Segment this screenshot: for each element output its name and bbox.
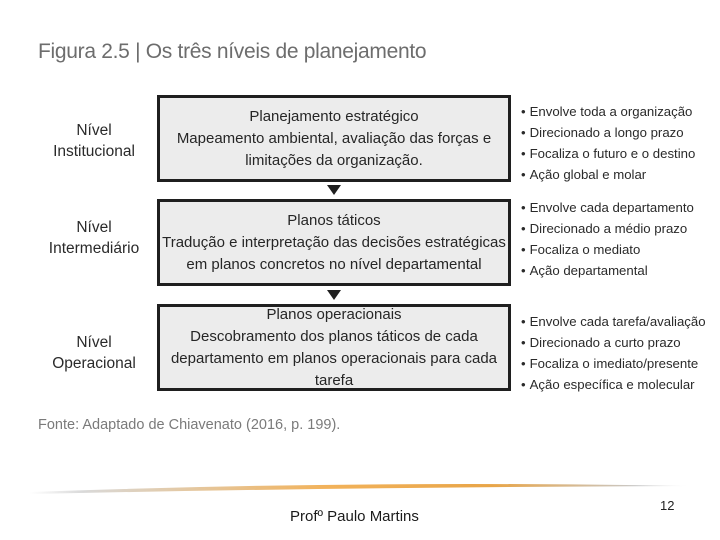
footer-swoosh-decoration xyxy=(30,484,690,494)
down-arrow-icon xyxy=(327,290,341,300)
box-line: limitações da organização. xyxy=(245,151,423,169)
level-label-line2: Institucional xyxy=(53,143,135,160)
operational-plans-box: Planos operacionais Descobramento dos pl… xyxy=(157,304,511,391)
bullet-item: Envolve cada departamento xyxy=(521,197,694,218)
box-line: departamento em planos operacionais para… xyxy=(170,349,498,389)
level-label-line1: Nível xyxy=(76,122,112,139)
bullet-item: Direcionado a médio prazo xyxy=(521,218,694,239)
box-line: Tradução e interpretação das decisões es… xyxy=(162,233,506,251)
box-line: em planos concretos no nível departament… xyxy=(186,255,482,273)
bullet-list-intermediario: Envolve cada departamento Direcionado a … xyxy=(521,197,694,281)
box-title: Planos táticos xyxy=(287,211,381,229)
bullet-item: Ação específica e molecular xyxy=(521,374,706,395)
level-label-line2: Intermediário xyxy=(48,240,140,257)
bullet-item: Envolve cada tarefa/avaliação xyxy=(521,311,706,332)
box-title: Planos operacionais xyxy=(266,305,402,323)
swoosh-shape xyxy=(30,484,690,494)
box-line: Descobramento dos planos táticos de cada xyxy=(190,327,478,345)
strategic-planning-box: Planejamento estratégico Mapeamento ambi… xyxy=(157,95,511,182)
level-label-operacional: Nível Operacional xyxy=(40,332,148,374)
level-label-intermediario: Nível Intermediário xyxy=(40,217,148,259)
bullet-list-operacional: Envolve cada tarefa/avaliação Direcionad… xyxy=(521,311,706,395)
bullet-item: Focaliza o futuro e o destino xyxy=(521,143,696,164)
level-label-line2: Operacional xyxy=(52,355,136,372)
down-arrow-icon xyxy=(327,185,341,195)
source-caption: Fonte: Adaptado de Chiavenato (2016, p. … xyxy=(38,417,341,433)
bullet-item: Ação departamental xyxy=(521,260,694,281)
page-number: 12 xyxy=(660,498,675,513)
footer-author: Profº Paulo Martins xyxy=(290,508,419,525)
bullet-item: Focaliza o imediato/presente xyxy=(521,353,706,374)
tactical-plans-box: Planos táticos Tradução e interpretação … xyxy=(157,199,511,286)
bullet-item: Direcionado a longo prazo xyxy=(521,122,695,143)
bullet-item: Ação global e molar xyxy=(521,164,695,185)
bullet-item: Envolve toda a organização xyxy=(521,101,695,122)
box-title: Planejamento estratégico xyxy=(249,107,419,125)
bullet-list-institucional: Envolve toda a organização Direcionado a… xyxy=(521,101,696,185)
figure-title: Figura 2.5 | Os três níveis de planejame… xyxy=(38,40,427,63)
box-line: Mapeamento ambiental, avaliação das forç… xyxy=(176,129,492,147)
level-label-institucional: Nível Institucional xyxy=(40,120,148,162)
bullet-item: Focaliza o mediato xyxy=(521,239,694,260)
level-label-line1: Nível xyxy=(76,334,112,351)
bullet-item: Direcionado a curto prazo xyxy=(521,332,706,353)
level-label-line1: Nível xyxy=(76,219,112,236)
